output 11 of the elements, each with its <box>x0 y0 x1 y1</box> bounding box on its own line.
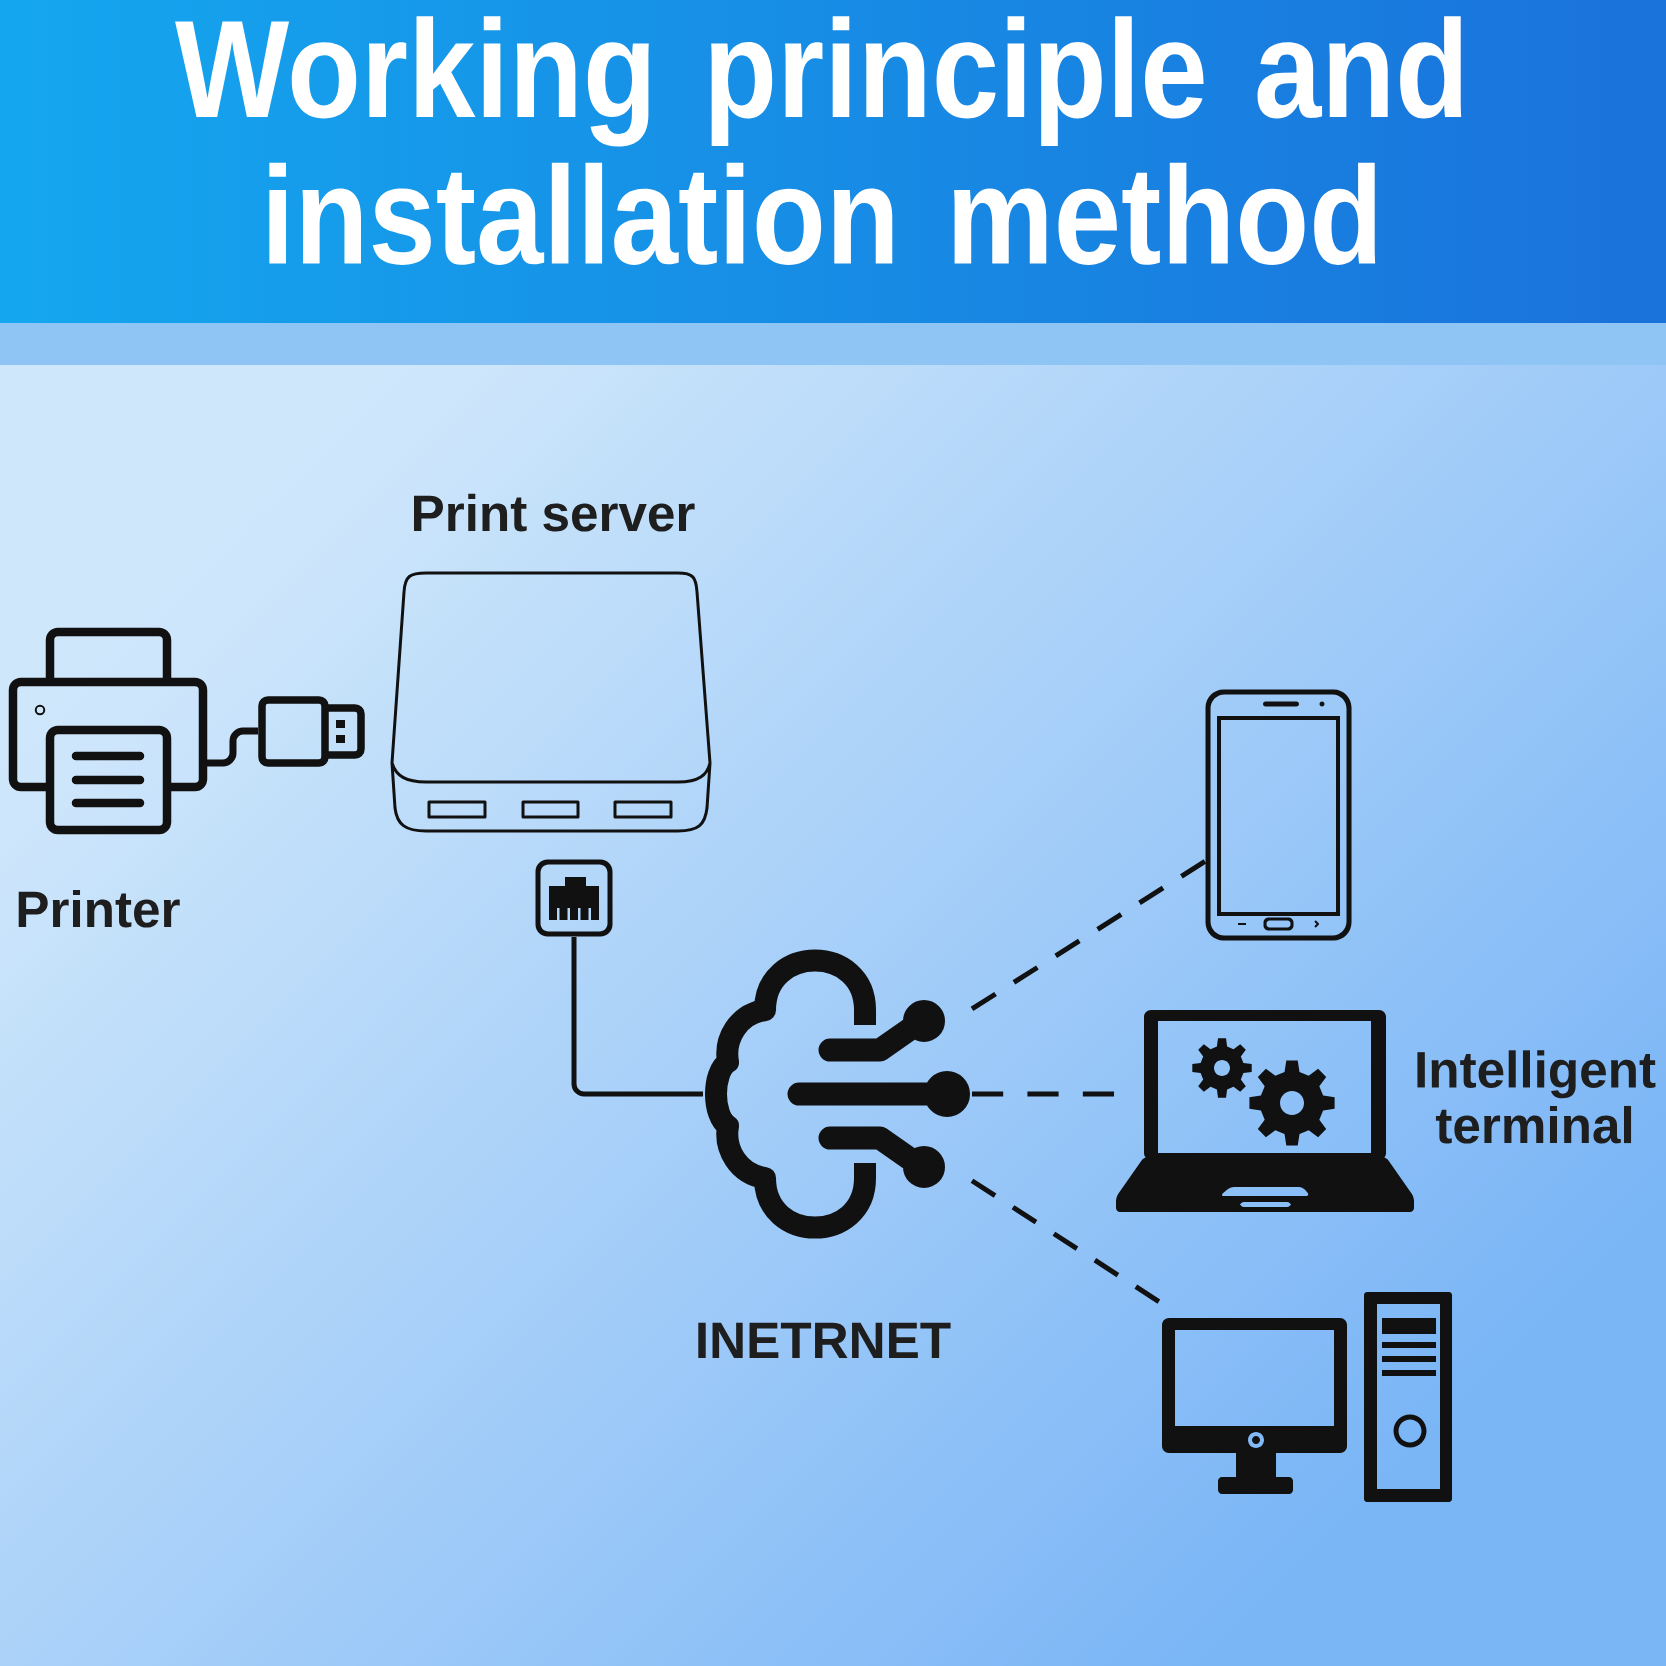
network-label: INETRNET <box>698 1322 951 1358</box>
usb-plug-icon <box>258 696 365 767</box>
desktop-computer-icon <box>1162 1292 1452 1502</box>
dashed-line <box>970 1178 1161 1304</box>
terminal-label: Intelligent terminal <box>1417 1050 1656 1144</box>
dashed-line <box>970 859 1207 1012</box>
network-cable <box>571 937 703 1097</box>
device-label: Print server <box>414 493 695 532</box>
title: Working principle and installation method <box>175 16 1462 265</box>
device-label: Printer <box>18 889 180 928</box>
dashed-line <box>972 1091 1115 1097</box>
